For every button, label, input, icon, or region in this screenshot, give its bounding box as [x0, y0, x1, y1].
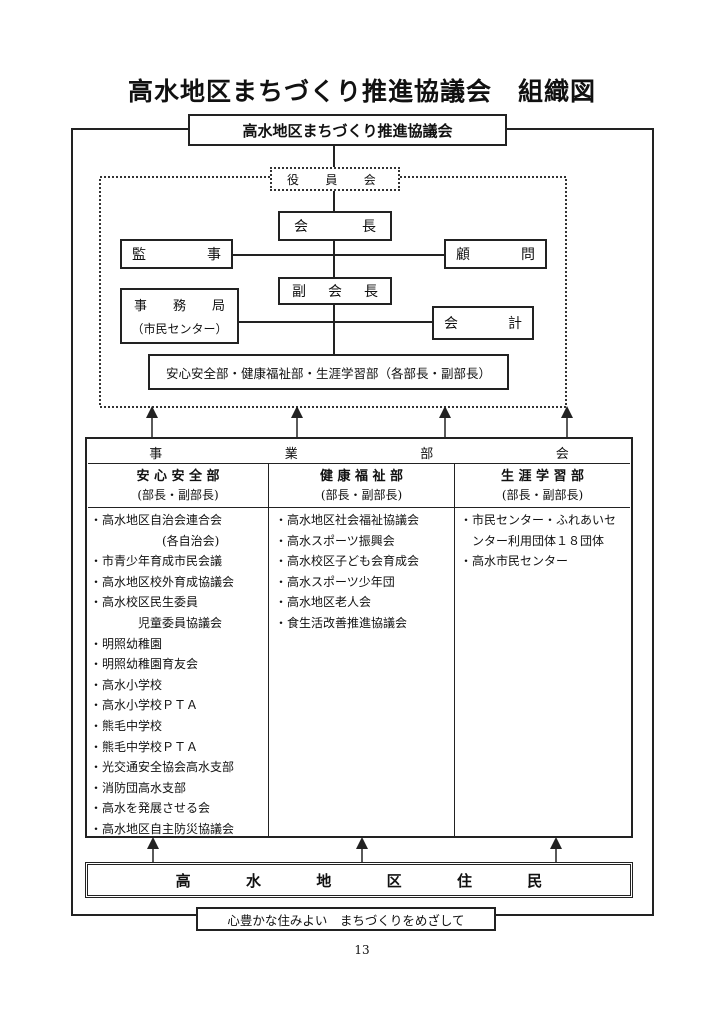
- member-item: ・高水スポーツ振興会: [275, 533, 395, 548]
- column-sub: (部長・副部長): [501, 488, 584, 502]
- president-char-1: 会: [294, 219, 308, 235]
- auditor-char-1: 監: [132, 247, 146, 263]
- member-item: ・高水市民センター: [460, 554, 569, 569]
- sec-char-3: 局: [211, 299, 225, 314]
- business-header-char-1: 事: [149, 446, 163, 462]
- column-header-welfare: 健 康 福 祉 部 (部長・副部長): [269, 468, 454, 504]
- business-header-char-3: 部: [420, 446, 434, 462]
- advisor-char-1: 顧: [456, 247, 470, 263]
- member-item: ・高水地区社会福祉協議会: [275, 513, 420, 527]
- advisor-char-2: 問: [521, 247, 535, 263]
- learning-member-list: ・市民センター・ふれあいセ ンター利用団体１８団体・高水市民センター: [460, 510, 630, 572]
- column-header-learning: 生 涯 学 習 部 (部長・副部長): [455, 468, 630, 504]
- residents-char-4: 区: [386, 871, 402, 890]
- member-item: ・高水小学校: [90, 677, 163, 692]
- business-header-char-2: 業: [284, 446, 298, 462]
- residents-char-1: 高: [175, 871, 191, 890]
- member-item: (各自治会): [90, 533, 220, 548]
- officers-label-box: 役 員 会: [270, 167, 400, 191]
- residents-box: 高 水 地 区 住 民: [85, 862, 633, 898]
- auditor-char-2: 事: [207, 247, 221, 263]
- column-divider: [454, 464, 455, 837]
- president-char-2: 長: [362, 219, 376, 235]
- member-item: ・市青少年育成市民会議: [90, 554, 223, 569]
- member-item: ・光交通安全協会高水支部: [90, 760, 235, 775]
- slogan-box: 心豊かな住みよい まちづくりをめざして: [196, 907, 496, 931]
- column-divider: [268, 464, 269, 837]
- accountant-box: 会 計: [432, 306, 534, 340]
- sec-char-2: 務: [172, 299, 186, 314]
- member-item: ・高水スポーツ少年団: [275, 574, 395, 589]
- column-header-rule: [88, 507, 630, 508]
- member-item: ・消防団高水支部: [90, 780, 187, 795]
- column-header-safety: 安 心 安 全 部 (部長・副部長): [88, 468, 268, 504]
- secretariat-note: （市民センター）: [131, 322, 228, 336]
- vp-char-3: 長: [364, 284, 378, 300]
- advisor-box: 顧 問: [444, 239, 547, 269]
- member-item: ・明照幼稚園育友会: [90, 657, 199, 672]
- member-item: ・高水地区校外育成協議会: [90, 574, 235, 589]
- welfare-member-list: ・高水地区社会福祉協議会・高水スポーツ振興会・高水校区子ども会育成会・高水スポー…: [275, 510, 451, 634]
- column-name: 生 涯 学 習 部: [500, 469, 585, 484]
- accountant-char-1: 会: [444, 316, 458, 332]
- residents-char-6: 民: [527, 871, 543, 890]
- president-box: 会 長: [278, 211, 392, 241]
- secretariat-box: 事 務 局 （市民センター）: [120, 288, 239, 344]
- council-label: 高水地区まちづくり推進協議会: [242, 121, 453, 140]
- officers-label: 役 員 会: [286, 172, 383, 187]
- member-item: ・高水を発展させる会: [90, 801, 211, 816]
- member-item: ・高水地区自主防災協議会: [90, 821, 235, 836]
- member-item: ・食生活改善推進協議会: [275, 615, 408, 630]
- department-heads-box: 安心安全部・健康福祉部・生涯学習部（各部長・副部長）: [148, 354, 509, 390]
- member-item: ・高水校区民生委員: [90, 595, 199, 610]
- member-item: ンター利用団体１８団体: [460, 533, 605, 548]
- residents-char-2: 水: [245, 871, 261, 890]
- business-header: 事 業 部 会: [88, 441, 630, 464]
- business-header-char-4: 会: [555, 446, 569, 462]
- business-committee-box: [85, 437, 633, 838]
- vp-char-2: 会: [328, 284, 342, 300]
- auditor-box: 監 事: [120, 239, 233, 269]
- safety-member-list: ・高水地区自治会連合会 (各自治会) ・市青少年育成市民会議・高水地区校外育成協議…: [90, 510, 266, 840]
- department-heads-label: 安心安全部・健康福祉部・生涯学習部（各部長・副部長）: [165, 365, 491, 381]
- vp-char-1: 副: [292, 284, 306, 300]
- column-sub: (部長・副部長): [137, 488, 219, 502]
- member-item: ・高水地区自治会連合会: [90, 513, 223, 527]
- council-box: 高水地区まちづくり推進協議会: [188, 114, 507, 146]
- column-name: 安 心 安 全 部: [136, 469, 220, 484]
- page-number: 13: [354, 943, 370, 957]
- vice-president-box: 副 会 長: [278, 277, 392, 305]
- page-title: 高水地区まちづくり推進協議会 組織図: [127, 77, 596, 106]
- sec-char-1: 事: [134, 299, 148, 314]
- accountant-char-2: 計: [508, 316, 522, 332]
- member-item: ・高水校区子ども会育成会: [275, 554, 420, 569]
- residents-char-5: 住: [456, 871, 472, 890]
- slogan: 心豊かな住みよい まちづくりをめざして: [227, 912, 465, 928]
- member-item: ・明照幼稚園: [90, 636, 163, 651]
- member-item: ・高水地区老人会: [275, 595, 372, 610]
- member-item: ・高水小学校ＰＴＡ: [90, 698, 199, 713]
- member-item: ・熊毛中学校: [90, 718, 163, 733]
- residents-char-3: 地: [316, 871, 332, 890]
- member-item: ・熊毛中学校ＰＴＡ: [90, 739, 199, 754]
- column-sub: (部長・副部長): [320, 488, 403, 502]
- column-name: 健 康 福 祉 部: [319, 469, 404, 484]
- member-item: ・市民センター・ふれあいセ: [460, 513, 617, 527]
- member-item: 児童委員協議会: [90, 615, 223, 630]
